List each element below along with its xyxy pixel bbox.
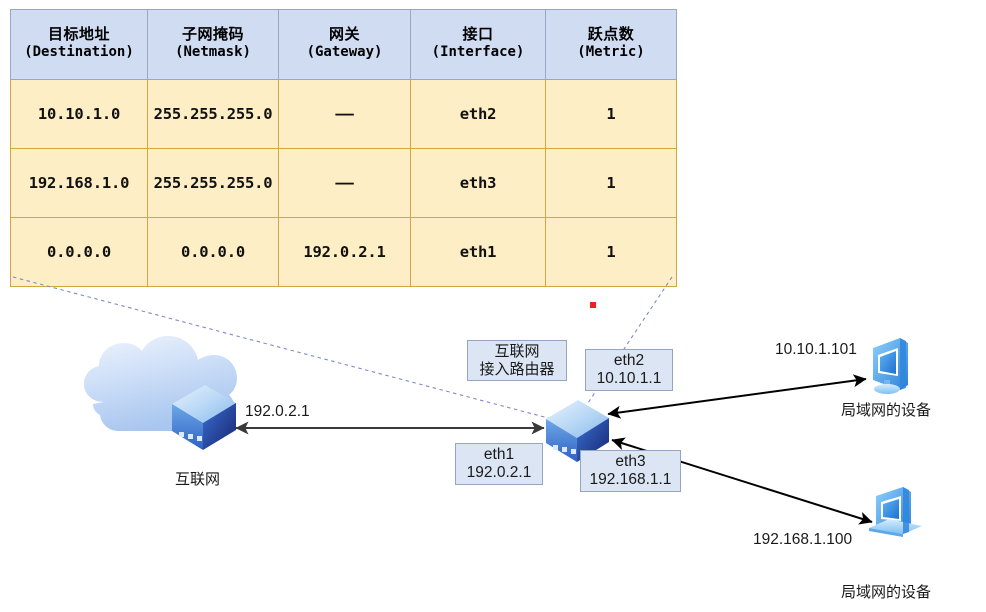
eth2-ip: 10.10.1.1 bbox=[596, 370, 662, 387]
cell-metric: 1 bbox=[545, 148, 677, 218]
header-cn-interface: 接口 bbox=[462, 25, 494, 44]
marker-dot bbox=[590, 302, 596, 308]
desktop-monitor-icon bbox=[873, 338, 908, 394]
header-en-destination: (Destination) bbox=[24, 44, 134, 61]
header-cn-metric: 跃点数 bbox=[587, 25, 635, 44]
eth1-ip: 192.0.2.1 bbox=[466, 464, 532, 481]
eth1-callout: eth1 192.0.2.1 bbox=[455, 443, 543, 485]
eth2-callout: eth2 10.10.1.1 bbox=[585, 349, 673, 391]
eth3-ip: 192.168.1.1 bbox=[589, 471, 672, 488]
column-header-gateway: 网关 (Gateway) bbox=[278, 9, 411, 80]
lan-link-arrow-top bbox=[607, 374, 867, 419]
cell-netmask: 0.0.0.0 bbox=[147, 217, 279, 287]
device-top-caption: 局域网的设备 bbox=[841, 401, 932, 419]
device-bottom-caption: 局域网的设备 bbox=[841, 583, 932, 601]
wan-link-label: 192.0.2.1 bbox=[245, 403, 310, 420]
eth2-name: eth2 bbox=[613, 351, 645, 369]
cell-gateway: 192.0.2.1 bbox=[278, 217, 411, 287]
cell-interface: eth1 bbox=[410, 217, 546, 287]
eth1-name: eth1 bbox=[483, 445, 515, 463]
router-role-line2: 接入路由器 bbox=[479, 359, 555, 378]
callout-leader-left bbox=[12, 276, 553, 420]
column-header-destination: 目标地址 (Destination) bbox=[10, 9, 148, 80]
device-top-ip: 10.10.1.101 bbox=[775, 341, 857, 358]
header-en-gateway: (Gateway) bbox=[306, 44, 383, 61]
header-en-interface: (Interface) bbox=[431, 44, 525, 61]
column-header-interface: 接口 (Interface) bbox=[410, 9, 546, 80]
cell-interface: eth3 bbox=[410, 148, 546, 218]
laptop-icon bbox=[869, 487, 922, 537]
cell-gateway: —— bbox=[278, 148, 411, 218]
cell-netmask: 255.255.255.0 bbox=[147, 79, 279, 149]
column-header-netmask: 子网掩码 (Netmask) bbox=[147, 9, 279, 80]
callout-leader-lines bbox=[12, 276, 673, 420]
table-row: 0.0.0.0 0.0.0.0 192.0.2.1 eth1 1 bbox=[10, 217, 677, 287]
cell-destination: 192.168.1.0 bbox=[10, 148, 148, 218]
cell-metric: 1 bbox=[545, 79, 677, 149]
device-bottom-ip: 192.168.1.100 bbox=[753, 531, 853, 548]
callout-leader-right bbox=[577, 276, 673, 419]
internet-label: 互联网 bbox=[175, 470, 221, 488]
column-header-metric: 跃点数 (Metric) bbox=[545, 9, 677, 80]
header-cn-gateway: 网关 bbox=[328, 25, 360, 44]
cell-destination: 0.0.0.0 bbox=[10, 217, 148, 287]
eth3-callout: eth3 192.168.1.1 bbox=[580, 450, 681, 492]
header-en-metric: (Metric) bbox=[577, 44, 645, 61]
cell-metric: 1 bbox=[545, 217, 677, 287]
table-header-row: 目标地址 (Destination) 子网掩码 (Netmask) 网关 (Ga… bbox=[10, 9, 677, 80]
header-cn-destination: 目标地址 bbox=[47, 25, 110, 44]
internet-router-icon bbox=[172, 385, 236, 450]
table-row: 10.10.1.0 255.255.255.0 —— eth2 1 bbox=[10, 79, 677, 149]
cell-netmask: 255.255.255.0 bbox=[147, 148, 279, 218]
router-role-line1: 互联网 bbox=[494, 341, 540, 360]
routing-table: 目标地址 (Destination) 子网掩码 (Netmask) 网关 (Ga… bbox=[10, 9, 677, 287]
cell-destination: 10.10.1.0 bbox=[10, 79, 148, 149]
header-en-netmask: (Netmask) bbox=[175, 44, 251, 61]
router-role-callout: 互联网 接入路由器 bbox=[467, 340, 567, 381]
header-cn-netmask: 子网掩码 bbox=[181, 25, 244, 44]
table-row: 192.168.1.0 255.255.255.0 —— eth3 1 bbox=[10, 148, 677, 218]
eth3-name: eth3 bbox=[615, 452, 646, 470]
cell-gateway: —— bbox=[278, 79, 411, 149]
